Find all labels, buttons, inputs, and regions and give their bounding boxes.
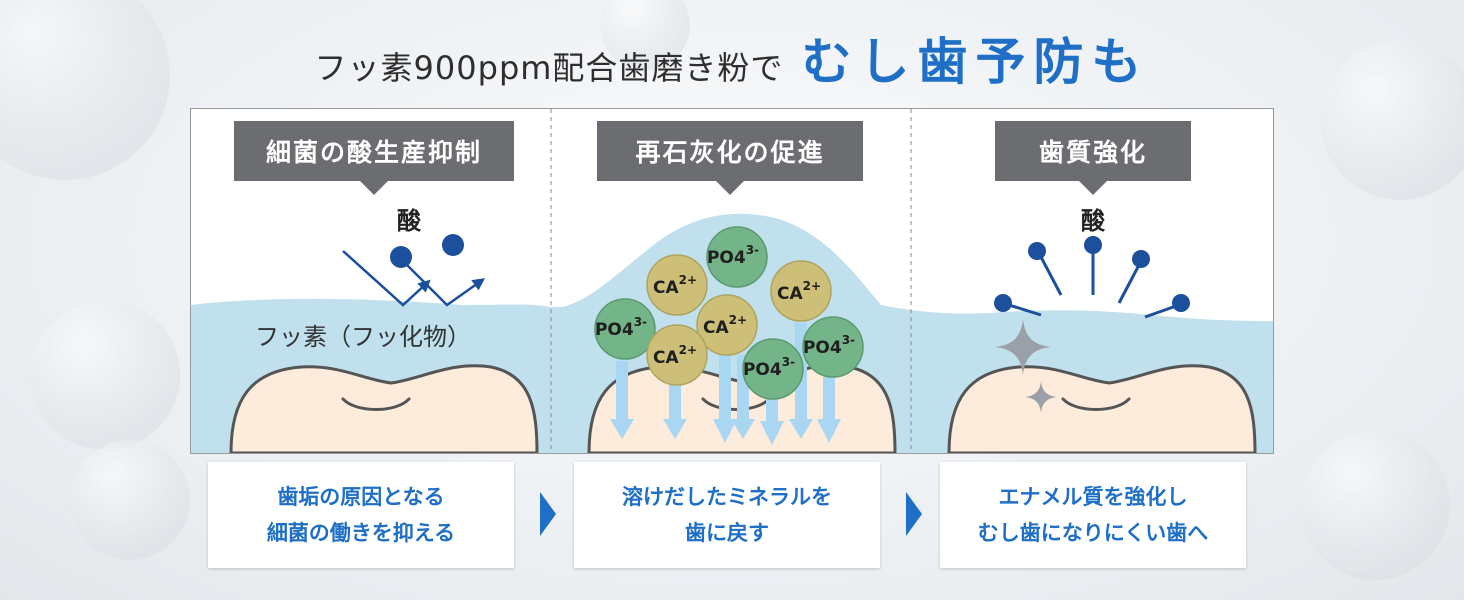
card-line: 細菌の働きを抑える [266, 521, 456, 545]
flow-arrow-icon [713, 349, 737, 443]
svg-text:CA2+: CA2+ [653, 273, 697, 298]
card-line: 歯垢の原因となる [277, 485, 445, 509]
repel-rays [1008, 249, 1180, 319]
ion-ca: CA2+ [646, 254, 708, 316]
svg-text:PO43-: PO43- [595, 315, 647, 340]
bg-molecule [1300, 430, 1450, 580]
tooth-groove [701, 397, 771, 411]
ion-main: CA [653, 278, 679, 298]
effect-card-2: 溶けだしたミネラルを 歯に戻す [574, 462, 880, 568]
repel-ray [1008, 303, 1042, 317]
chevron-right-icon [540, 492, 556, 536]
bg-molecule [600, 0, 690, 70]
headline-emphasis: むし歯予防も [801, 33, 1150, 91]
ion-charge: 2+ [679, 273, 697, 287]
card-line: エナメル質を強化し [998, 485, 1188, 509]
repel-ray [1039, 256, 1063, 296]
tooth-groove [1061, 397, 1131, 411]
effect-card-3: エナメル質を強化し むし歯になりにくい歯へ [940, 462, 1246, 568]
mechanism-panel: 酸 フッ素（フッ化物） PO43- CA2+ CA2+ [190, 108, 1274, 454]
card-line: むし歯になりにくい歯へ [977, 521, 1209, 545]
svg-text:PO43-: PO43- [743, 355, 795, 380]
ion-main: PO4 [743, 360, 782, 380]
bg-molecule [70, 440, 190, 560]
ion-main: PO4 [595, 320, 634, 340]
ion-po4: PO43- [594, 298, 656, 360]
bg-molecule [30, 300, 180, 450]
repel-ray [1117, 264, 1141, 304]
bacteria-acid-dot-icon [390, 246, 412, 268]
card-line: 溶けだしたミネラルを [622, 485, 832, 509]
bacteria-acid-dot-icon [442, 234, 464, 256]
ion-charge: 2+ [729, 313, 747, 327]
svg-text:CA2+: CA2+ [777, 279, 821, 304]
acid-label: 酸 [1081, 207, 1106, 235]
svg-text:CA2+: CA2+ [653, 343, 697, 368]
ion-main: CA [703, 318, 729, 338]
bacteria-acid-dot-icon [1084, 236, 1102, 254]
ion-charge: 3- [842, 333, 855, 347]
tooth-groove [341, 397, 411, 411]
ion-po4: PO43- [706, 226, 768, 288]
deflect-arrow-icon [400, 258, 486, 307]
ion-po4: PO43- [802, 316, 864, 378]
ion-charge: 3- [634, 315, 647, 329]
section-label-1: 細菌の酸生産抑制 [234, 121, 514, 195]
mechanism-illustration: 酸 フッ素（フッ化物） PO43- CA2+ CA2+ [191, 109, 1273, 453]
svg-text:CA2+: CA2+ [703, 313, 747, 338]
bacteria-acid-dot-icon [994, 294, 1012, 312]
svg-text:PO43-: PO43- [707, 243, 759, 268]
ion-po4: PO43- [742, 338, 804, 400]
ion-main: PO4 [803, 338, 842, 358]
chevron-right-icon [906, 492, 922, 536]
ion-main: PO4 [707, 248, 746, 268]
ion-main: CA [653, 348, 679, 368]
ion-main: CA [777, 284, 803, 304]
ion-charge: 2+ [803, 279, 821, 293]
sparkle-icon [995, 319, 1051, 375]
bg-molecule [1320, 40, 1464, 200]
headline-lead: フッ素900ppm配合歯磨き粉で [314, 49, 784, 87]
ion-ca: CA2+ [646, 324, 708, 386]
sparkle-icon [1025, 381, 1057, 413]
svg-text:PO43-: PO43- [803, 333, 855, 358]
effect-card-1: 歯垢の原因となる 細菌の働きを抑える [208, 462, 514, 568]
acid-label: 酸 [397, 207, 422, 235]
flow-arrow-icon [610, 361, 634, 439]
fluoride-label: フッ素（フッ化物） [255, 323, 471, 351]
bacteria-acid-dot-icon [1028, 242, 1046, 260]
ion-ca: CA2+ [770, 260, 832, 322]
ion-charge: 2+ [679, 343, 697, 357]
headline: フッ素900ppm配合歯磨き粉で むし歯予防も [0, 22, 1464, 92]
card-line: 歯に戻す [685, 521, 769, 545]
bacteria-acid-dot-icon [1132, 250, 1150, 268]
section-label-2: 再石灰化の促進 [597, 121, 863, 195]
ion-ca: CA2+ [696, 294, 758, 356]
section-label-3: 歯質強化 [995, 121, 1191, 195]
ion-charge: 3- [782, 355, 795, 369]
deflect-arrow-icon [342, 250, 431, 307]
bacteria-acid-dot-icon [1172, 294, 1190, 312]
ion-charge: 3- [746, 243, 759, 257]
